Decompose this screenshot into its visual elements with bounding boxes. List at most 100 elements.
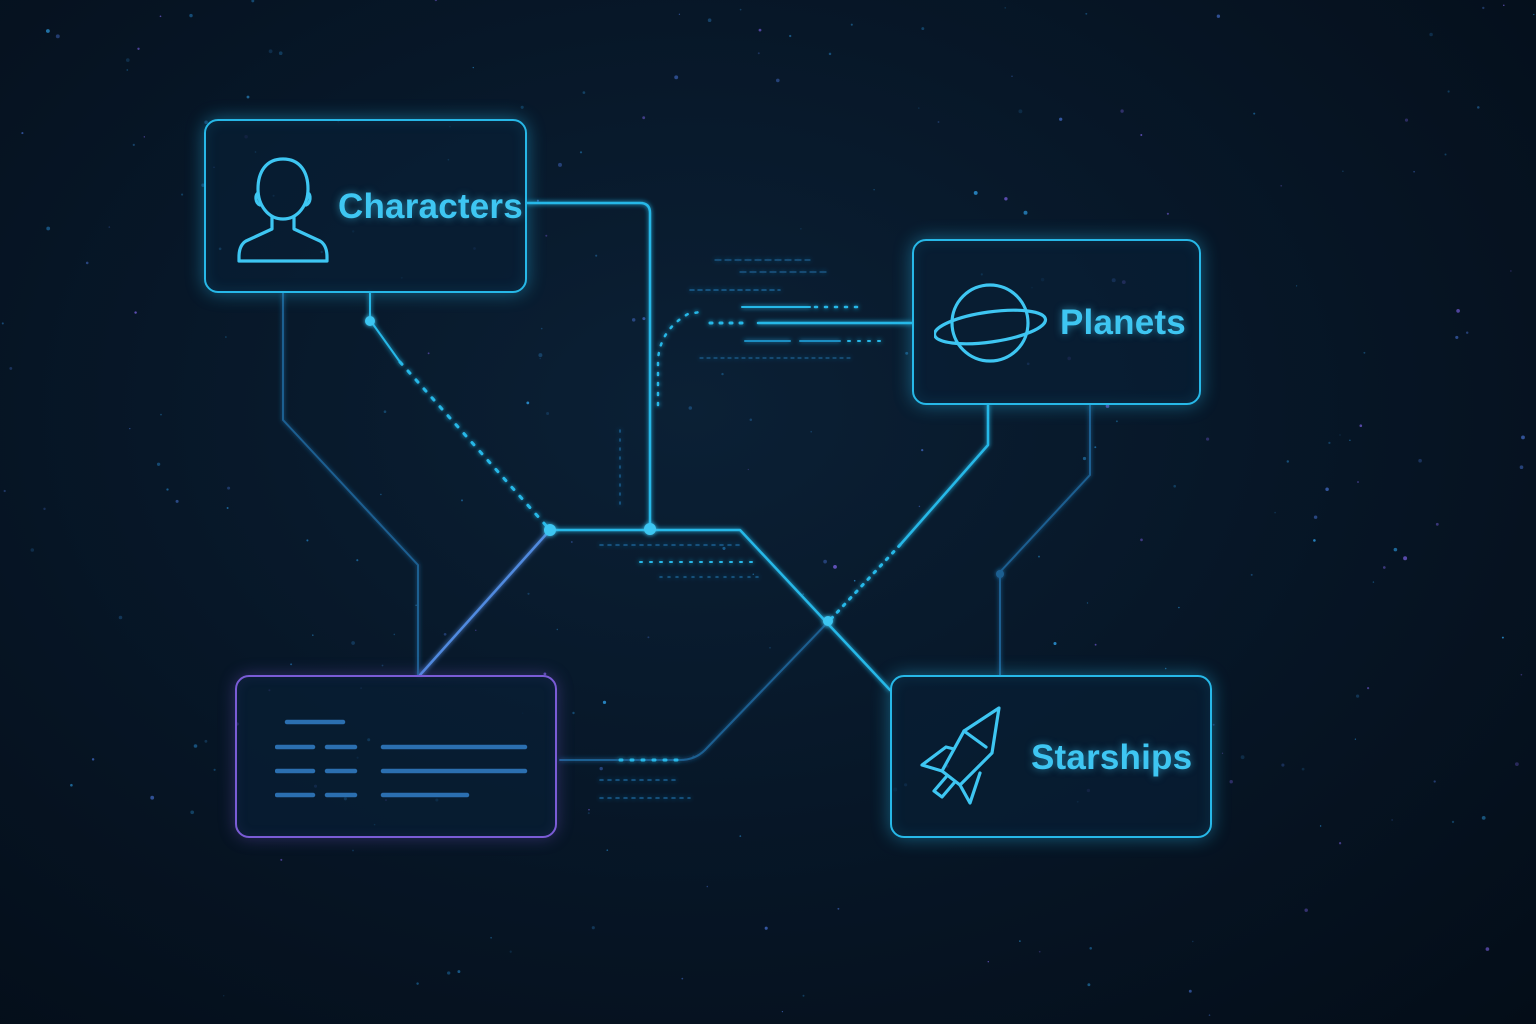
star-dot — [457, 970, 461, 974]
star-dot — [1164, 667, 1167, 670]
star-dot — [1451, 820, 1455, 824]
star-dot — [1250, 573, 1253, 576]
star-dot — [447, 971, 451, 975]
star-dot — [707, 18, 712, 23]
star-dot — [160, 413, 162, 416]
star-dot — [416, 982, 419, 985]
star-dot — [129, 427, 131, 430]
star-dot — [1444, 153, 1447, 156]
star-dot — [1349, 439, 1351, 441]
star-dot — [642, 317, 646, 321]
star-dot — [1166, 212, 1169, 215]
star-dot — [527, 592, 530, 595]
person-icon — [237, 157, 329, 263]
star-dot — [3, 489, 6, 493]
star-dot — [1319, 825, 1322, 827]
list-lines-icon — [275, 719, 528, 798]
star-dot — [351, 641, 355, 645]
star-dot — [156, 462, 161, 466]
star-dot — [538, 353, 543, 358]
star-dot — [1485, 947, 1490, 951]
connector-trunk-planets-dotted — [656, 310, 702, 407]
star-dot — [752, 573, 755, 575]
rocket-icon — [920, 706, 1001, 805]
records-card[interactable] — [235, 675, 557, 838]
star-dot — [833, 564, 837, 569]
starships-card[interactable]: Starships — [890, 675, 1212, 838]
star-dot — [393, 633, 396, 636]
connector-list-faint — [599, 779, 691, 799]
star-dot — [1363, 351, 1366, 354]
planets-card[interactable]: Planets — [912, 239, 1201, 405]
star-dot — [1023, 210, 1028, 215]
connector-characters-list — [282, 292, 419, 676]
star-dot — [159, 15, 162, 18]
star-dot — [1429, 32, 1433, 37]
star-dot — [536, 199, 539, 202]
star-dot — [757, 52, 760, 55]
star-dot — [1004, 197, 1008, 201]
connector-characters-stub — [369, 292, 401, 363]
star-dot — [190, 810, 195, 815]
star-dot — [225, 336, 227, 338]
star-dot — [91, 758, 95, 761]
star-dot — [1328, 441, 1331, 445]
connector-characters-dotted — [398, 360, 552, 532]
star-dot — [802, 994, 805, 997]
star-dot — [443, 632, 447, 636]
star-dot — [1357, 481, 1359, 483]
planets-label: Planets — [1060, 303, 1186, 342]
characters-card[interactable]: Characters — [204, 119, 527, 293]
star-dot — [1286, 460, 1290, 463]
star-dot — [46, 226, 51, 231]
star-dot — [579, 151, 583, 154]
star-dot — [1520, 673, 1523, 676]
star-dot — [587, 812, 590, 815]
star-dot — [546, 411, 550, 416]
star-dot — [937, 121, 940, 123]
star-dot — [1304, 908, 1308, 912]
star-dot — [1229, 779, 1233, 784]
star-dot — [1, 322, 4, 325]
star-dot — [472, 66, 474, 69]
star-dot — [1404, 118, 1409, 122]
star-dot — [21, 132, 24, 135]
star-dot — [747, 468, 749, 471]
star-dot — [490, 936, 492, 939]
star-dot — [126, 69, 129, 71]
star-dot — [434, 0, 438, 2]
star-dot — [520, 105, 524, 109]
star-dot — [556, 628, 559, 631]
star-dot — [572, 711, 575, 715]
star-dot — [55, 34, 60, 39]
star-dot — [1325, 487, 1329, 492]
star-dot — [1313, 539, 1316, 542]
star-dot — [1206, 437, 1210, 441]
junction-dot — [544, 524, 556, 536]
star-dot — [1367, 687, 1370, 690]
connector-planets-dotted — [828, 543, 902, 622]
star-dot — [1281, 763, 1285, 767]
star-dot — [1519, 465, 1524, 470]
star-dot — [545, 234, 548, 237]
planet-icon — [934, 283, 1048, 363]
star-dot — [9, 366, 13, 370]
junction-dot — [365, 316, 375, 326]
star-dot — [1455, 335, 1459, 339]
star-dot — [706, 885, 709, 888]
hub-dotted-lines — [599, 429, 761, 578]
star-dot — [43, 507, 46, 511]
star-dot — [781, 1010, 784, 1013]
star-dot — [1301, 767, 1305, 771]
star-dot — [1274, 511, 1276, 514]
star-dot — [1018, 109, 1023, 114]
star-dot — [70, 783, 73, 787]
star-dot — [278, 51, 283, 56]
connector-planets-list — [898, 403, 990, 547]
star-dot — [739, 835, 742, 837]
star-dot — [606, 849, 609, 852]
star-dot — [722, 546, 726, 550]
star-dot — [1342, 170, 1344, 172]
star-dot — [1053, 641, 1057, 646]
